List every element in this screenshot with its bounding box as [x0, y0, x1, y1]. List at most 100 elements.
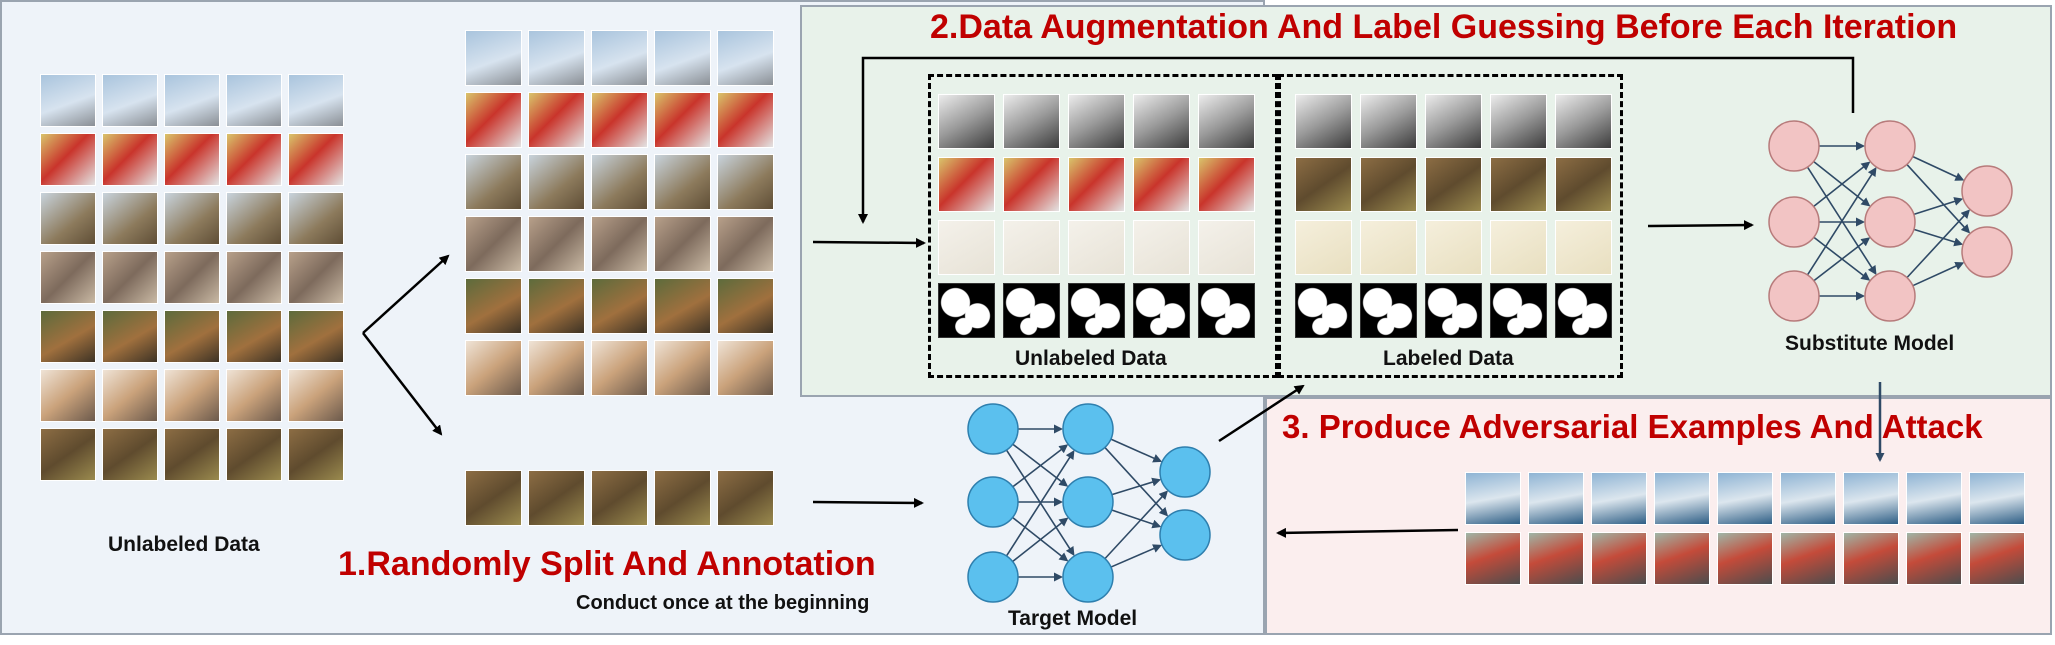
- substitute-model-edge: [1806, 166, 1877, 275]
- substitute-model-edge: [1813, 237, 1871, 282]
- unlabeled-airplane-image: [528, 30, 585, 86]
- target-model-edge: [1110, 438, 1163, 463]
- augmented-labeled-fadey-image: [1360, 220, 1417, 275]
- target-model-caption: Target Model: [1008, 607, 1138, 630]
- adversarial-ship-image: [1591, 472, 1647, 525]
- unlabeled-bird-image: [717, 154, 774, 210]
- adversarial-ship-image: [1969, 472, 2025, 525]
- source-deer-image: [164, 310, 220, 363]
- adversarial-examples-grid: [1465, 472, 2025, 585]
- augmented-unlabeled-car-image: [1068, 157, 1125, 212]
- unlabeled-airplane-image: [591, 30, 648, 86]
- augmented-labeled-mask-image: [1360, 283, 1417, 338]
- labeled-frog-image: [654, 470, 711, 526]
- source-bird-image: [102, 192, 158, 245]
- unlabeled-bird-image: [465, 154, 522, 210]
- iteration-loop-arrow: [858, 56, 1855, 224]
- augmented-labeled-fadey-image: [1490, 220, 1547, 275]
- unlabeled-dog-image: [717, 340, 774, 396]
- adversarial-truck-image: [1843, 532, 1899, 585]
- labeled-augmented-grid: [1295, 94, 1612, 338]
- augmented-labeled-frog-image: [1295, 157, 1352, 212]
- unlabeled-data-caption-mid: Unlabeled Data: [1015, 347, 1167, 370]
- target-model-edge: [1012, 444, 1069, 488]
- augmented-labeled-gray-image: [1425, 94, 1482, 149]
- unlabeled-car-image: [654, 92, 711, 148]
- adversarial-ship-image: [1717, 472, 1773, 525]
- unlabeled-cat-image: [528, 216, 585, 272]
- source-cat-image: [40, 251, 96, 304]
- target-model-node: [1062, 403, 1114, 455]
- source-car-image: [226, 133, 282, 186]
- flow-arrow: [812, 497, 924, 508]
- target-model-node: [1062, 476, 1114, 528]
- unlabeled-airplane-image: [465, 30, 522, 86]
- augmented-unlabeled-car-image: [1133, 157, 1190, 212]
- substitute-model-node: [1961, 165, 2013, 217]
- unlabeled-augment-box: [928, 74, 1278, 378]
- source-bird-image: [226, 192, 282, 245]
- source-deer-image: [226, 310, 282, 363]
- augmented-unlabeled-gray-image: [1003, 94, 1060, 149]
- augmented-labeled-mask-image: [1555, 283, 1612, 338]
- augmented-unlabeled-fade-image: [1068, 220, 1125, 275]
- augmented-labeled-mask-image: [1295, 283, 1352, 338]
- augmented-labeled-fadey-image: [1555, 220, 1612, 275]
- adversarial-truck-image: [1528, 532, 1584, 585]
- unlabeled-car-image: [465, 92, 522, 148]
- unlabeled-augmented-grid: [938, 94, 1255, 338]
- augmented-unlabeled-fade-image: [1003, 220, 1060, 275]
- source-dog-image: [102, 369, 158, 422]
- source-bird-image: [164, 192, 220, 245]
- target-model-node: [1159, 446, 1211, 498]
- adversarial-truck-image: [1465, 532, 1521, 585]
- substitute-model-edge: [1806, 167, 1877, 276]
- augmented-unlabeled-gray-image: [1198, 94, 1255, 149]
- source-cat-image: [226, 251, 282, 304]
- augmented-unlabeled-gray-image: [1068, 94, 1125, 149]
- unlabeled-data-caption-left: Unlabeled Data: [108, 533, 260, 556]
- substitute-model-network: [1768, 120, 2013, 322]
- source-dog-image: [288, 369, 344, 422]
- augmented-unlabeled-car-image: [1003, 157, 1060, 212]
- substitute-model-edge: [1813, 160, 1871, 207]
- augmented-unlabeled-fade-image: [938, 220, 995, 275]
- labeled-frog-image: [465, 470, 522, 526]
- source-frog-image: [288, 428, 344, 481]
- augmented-labeled-frog-image: [1360, 157, 1417, 212]
- augmented-labeled-gray-image: [1295, 94, 1352, 149]
- source-frog-image: [102, 428, 158, 481]
- target-model-edge: [1111, 477, 1162, 496]
- target-model-edge: [1012, 443, 1069, 487]
- augmented-labeled-fadey-image: [1425, 220, 1482, 275]
- source-airplane-image: [40, 74, 96, 127]
- unlabeled-deer-image: [465, 278, 522, 334]
- unlabeled-deer-image: [654, 278, 711, 334]
- source-cat-image: [288, 251, 344, 304]
- flow-arrows: [362, 56, 1885, 538]
- substitute-model-edge: [1913, 228, 1964, 247]
- unlabeled-bird-image: [528, 154, 585, 210]
- substitute-model-node: [1864, 196, 1916, 248]
- substitute-model-node: [1961, 226, 2013, 278]
- source-frog-image: [226, 428, 282, 481]
- augmented-unlabeled-mask-image: [1133, 283, 1190, 338]
- source-dog-image: [40, 369, 96, 422]
- augmented-unlabeled-car-image: [1198, 157, 1255, 212]
- adversarial-ship-image: [1906, 472, 1962, 525]
- source-bird-image: [288, 192, 344, 245]
- source-airplane-image: [102, 74, 158, 127]
- target-model-edge: [1005, 450, 1075, 557]
- adversarial-ship-image: [1654, 472, 1710, 525]
- substitute-model-node: [1768, 120, 1820, 172]
- source-car-image: [164, 133, 220, 186]
- substitute-model-edge: [1906, 209, 1971, 279]
- unlabeled-dog-image: [528, 340, 585, 396]
- unlabeled-split-grid: [465, 30, 774, 396]
- flow-arrow: [1218, 384, 1305, 443]
- source-car-image: [288, 133, 344, 186]
- unlabeled-dog-image: [654, 340, 711, 396]
- augmented-labeled-gray-image: [1490, 94, 1547, 149]
- substitute-model-edge: [1813, 236, 1871, 281]
